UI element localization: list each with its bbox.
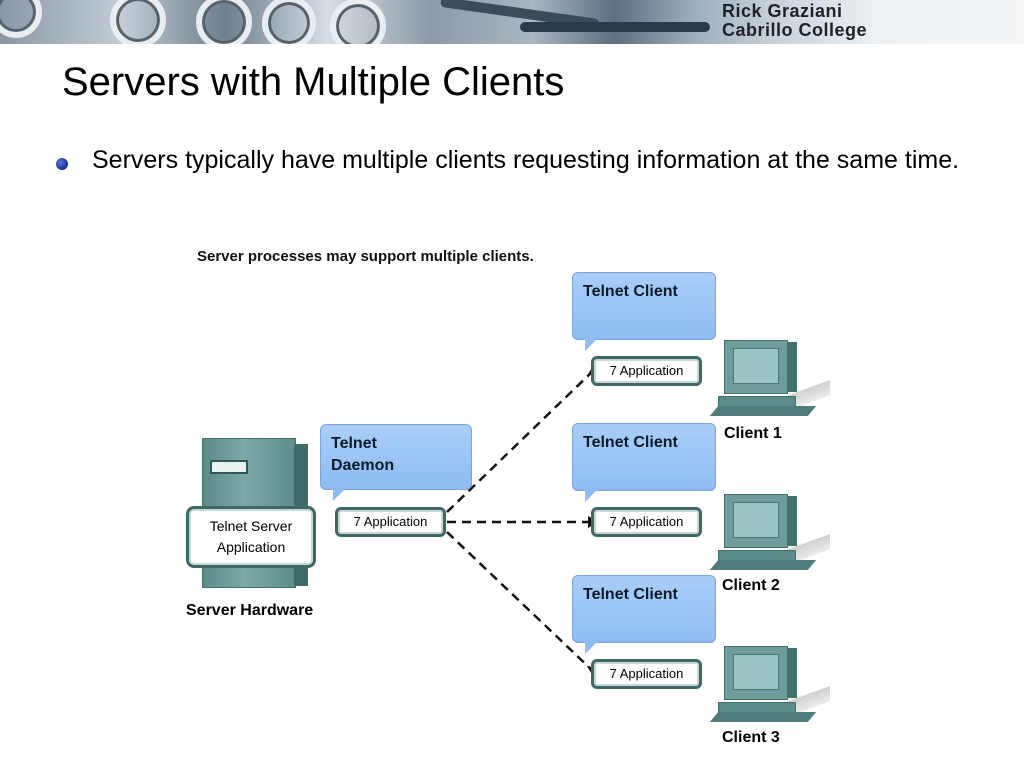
- bullet-icon: [56, 158, 68, 170]
- client-1-label: Client 1: [724, 425, 782, 442]
- banner-author: Rick Graziani Cabrillo College: [722, 2, 1022, 40]
- banner-author-name: Rick Graziani: [722, 1, 843, 21]
- slide-title: Servers with Multiple Clients: [62, 60, 565, 104]
- telnet-client-bubble-1: Telnet Client: [572, 272, 716, 351]
- telnet-client-label-1: Telnet Client: [583, 283, 678, 300]
- telnet-daemon-bubble: Telnet Daemon: [320, 424, 472, 501]
- telnet-client-bubble-3: Telnet Client: [572, 575, 716, 654]
- client-1-app-layer-box: 7 Application: [591, 356, 702, 386]
- bullet-text: Servers typically have multiple clients …: [92, 146, 960, 174]
- client-3-label: Client 3: [722, 729, 780, 746]
- banner-decor-ring: [196, 0, 252, 44]
- banner-decor-ring: [262, 0, 316, 44]
- telnet-client-label-2: Telnet Client: [583, 434, 678, 451]
- server-app-layer-box: 7 Application: [335, 507, 446, 537]
- client-3-app-layer-box: 7 Application: [591, 659, 702, 689]
- figure-caption: Server processes may support multiple cl…: [197, 248, 534, 265]
- banner-decor-ring: [110, 0, 166, 44]
- client-2-label: Client 2: [722, 577, 780, 594]
- banner-author-institution: Cabrillo College: [722, 20, 868, 40]
- client-1-computer-icon: [709, 340, 834, 418]
- dashed-link-client-3: [446, 531, 595, 673]
- client-2-app-layer-box: 7 Application: [591, 507, 702, 537]
- banner-decor-cable: [520, 22, 710, 32]
- header-banner: Rick Graziani Cabrillo College: [0, 0, 1024, 44]
- client-3-computer-icon: [709, 646, 834, 724]
- banner-decor-ring: [0, 0, 42, 38]
- server-application-box: Telnet Server Application: [186, 506, 316, 568]
- server-hardware-icon: Telnet Server Application: [186, 438, 316, 588]
- telnet-daemon-label: Telnet Daemon: [331, 435, 395, 474]
- client-2-computer-icon: [709, 494, 834, 572]
- telnet-client-bubble-2: Telnet Client: [572, 423, 716, 502]
- dashed-link-client-1: [446, 369, 595, 513]
- server-hardware-label: Server Hardware: [186, 602, 314, 619]
- banner-decor-ring: [330, 0, 386, 44]
- drive-slot-icon: [210, 460, 248, 474]
- telnet-client-label-3: Telnet Client: [583, 586, 678, 603]
